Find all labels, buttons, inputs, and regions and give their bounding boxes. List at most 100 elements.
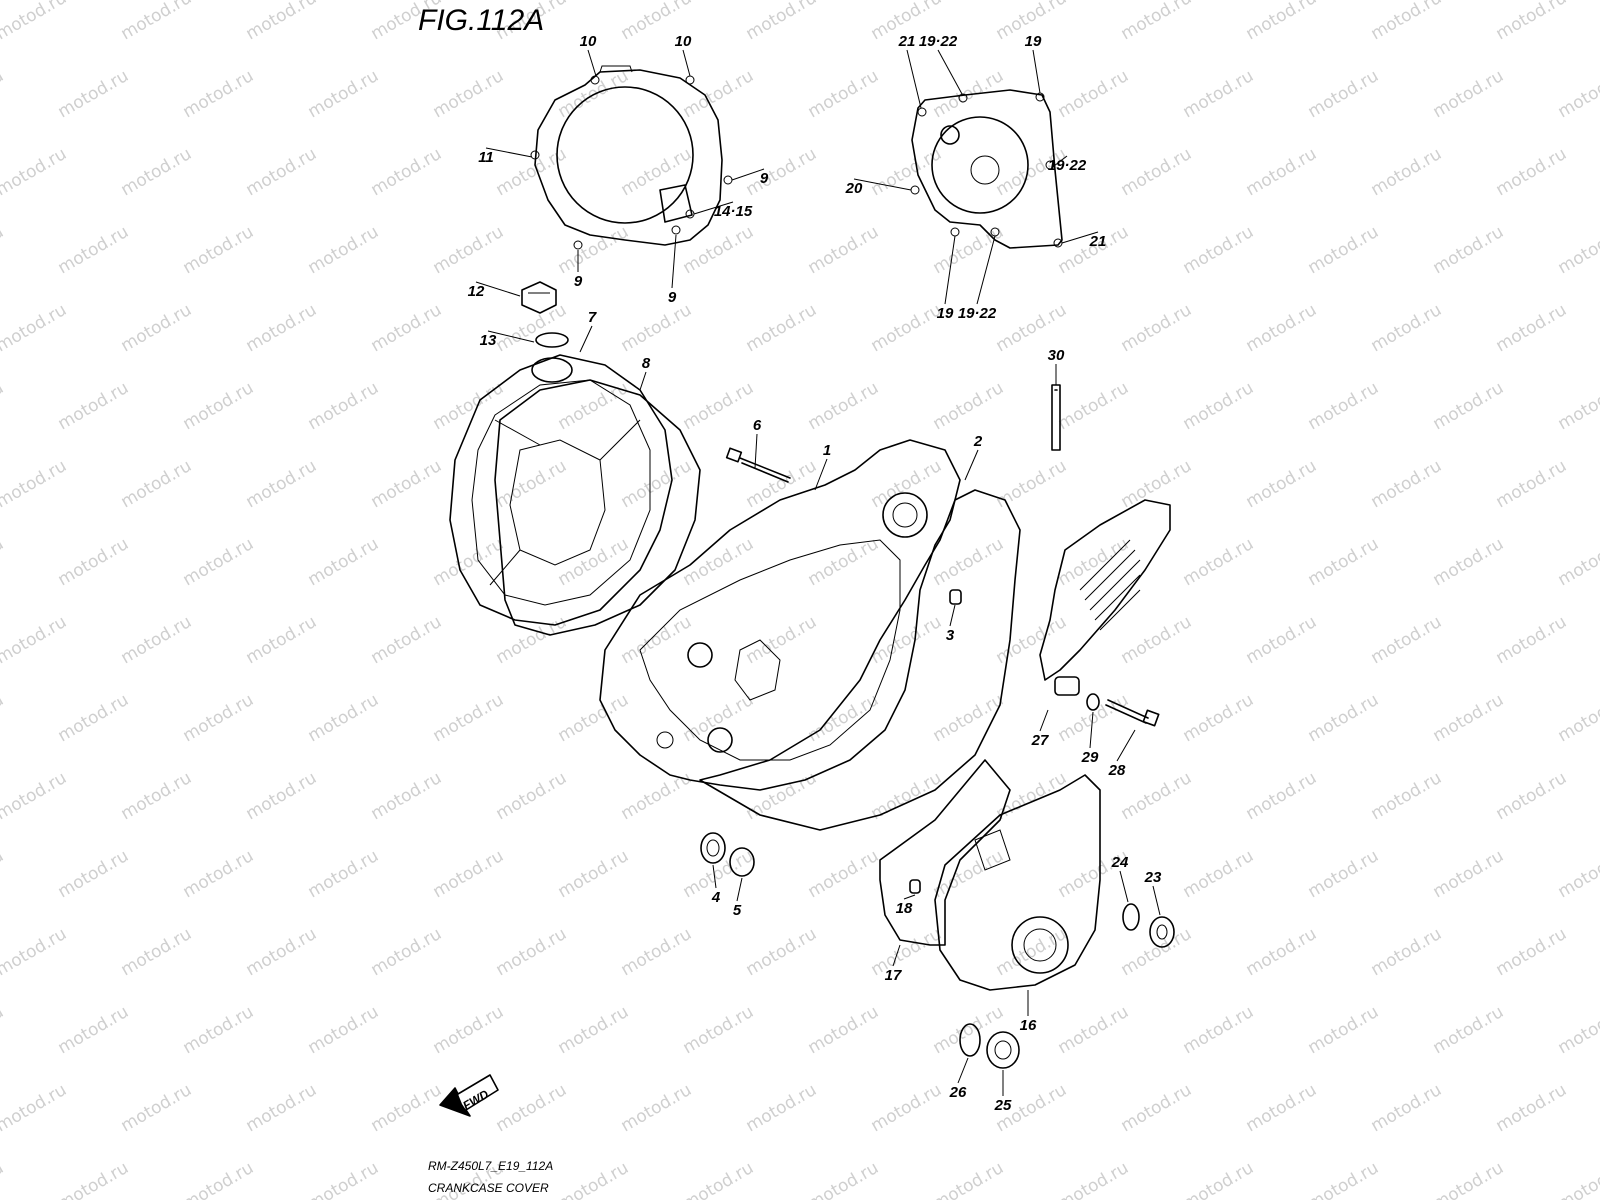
watermark-text: motod.ru (1118, 612, 1196, 668)
watermark-text: motod.ru (1055, 378, 1133, 434)
watermark-text: motod.ru (930, 846, 1008, 902)
watermark-text: motod.ru (868, 300, 946, 356)
watermark-text: motod.ru (243, 768, 321, 824)
generator-cover-gasket (879, 759, 1011, 946)
watermark-text: motod.ru (805, 846, 883, 902)
watermark-text: motod.ru (1368, 768, 1446, 824)
callout-3: 3 (946, 627, 955, 644)
watermark-text: motod.ru (0, 378, 7, 434)
leader-line-10b (682, 49, 691, 77)
watermark-text: motod.ru (430, 1002, 508, 1058)
watermark-text: motod.ru (1118, 300, 1196, 356)
watermark-text: motod.ru (1555, 378, 1600, 434)
watermark-text: motod.ru (805, 222, 883, 278)
watermark-text: motod.ru (55, 690, 133, 746)
bolt-6 (725, 447, 791, 483)
watermark-text: motod.ru (1430, 378, 1508, 434)
leader-line-26 (957, 1057, 969, 1084)
callout-9c: 9 (668, 289, 677, 306)
watermark-text: motod.ru (1118, 768, 1196, 824)
watermark-text: motod.ru (618, 924, 696, 980)
leader-line-2 (964, 449, 979, 481)
watermark-text: motod.ru (680, 222, 758, 278)
watermark-text: motod.ru (805, 1002, 883, 1058)
watermark-text: motod.ru (368, 300, 446, 356)
plug-25 (986, 1031, 1020, 1069)
watermark-text: motod.ru (1555, 66, 1600, 122)
watermark-text: motod.ru (618, 300, 696, 356)
watermark-text: motod.ru (368, 612, 446, 668)
watermark-text: motod.ru (1243, 1080, 1321, 1136)
callout-25: 25 (994, 1097, 1012, 1114)
watermark-text: motod.ru (868, 924, 946, 980)
watermark-text: motod.ru (1055, 690, 1133, 746)
watermark-text: motod.ru (1243, 924, 1321, 980)
callout-26: 26 (949, 1084, 967, 1101)
leader-line-6 (754, 433, 758, 469)
watermark-text: motod.ru (243, 924, 321, 980)
watermark-text: motod.ru (1180, 1158, 1258, 1200)
leader-line-20 (853, 178, 912, 191)
watermark-text: motod.ru (1493, 768, 1571, 824)
watermark-text: motod.ru (180, 222, 258, 278)
watermark-text: motod.ru (1118, 1080, 1196, 1136)
watermark-text: motod.ru (1430, 1158, 1508, 1200)
watermark-text: motod.ru (55, 378, 133, 434)
watermark-text: motod.ru (1555, 222, 1600, 278)
watermark-text: motod.ru (1368, 456, 1446, 512)
callout-5: 5 (733, 902, 742, 919)
leader-line-23 (1152, 885, 1161, 916)
watermark-text: motod.ru (1118, 456, 1196, 512)
watermark-text: motod.ru (555, 1158, 633, 1200)
watermark-text: motod.ru (1118, 144, 1196, 200)
watermark-text: motod.ru (1493, 0, 1571, 44)
watermark-text: motod.ru (118, 924, 196, 980)
leader-line-5 (736, 877, 743, 902)
watermark-text: motod.ru (180, 66, 258, 122)
watermark-text: motod.ru (180, 378, 258, 434)
watermark-text: motod.ru (1368, 612, 1446, 668)
watermark-text: motod.ru (930, 1158, 1008, 1200)
watermark-text: motod.ru (305, 1158, 383, 1200)
watermark-text: motod.ru (0, 768, 70, 824)
watermark-text: motod.ru (118, 1080, 196, 1136)
watermark-text: motod.ru (1055, 1158, 1133, 1200)
watermark-text: motod.ru (805, 1158, 883, 1200)
leader-line-9c (671, 234, 677, 289)
leader-line-17 (892, 944, 901, 967)
watermark-text: motod.ru (243, 612, 321, 668)
watermark-text: motod.ru (618, 768, 696, 824)
watermark-text: motod.ru (993, 768, 1071, 824)
callout-8: 8 (642, 355, 651, 372)
watermark-text: motod.ru (0, 1158, 7, 1200)
o-ring-26 (959, 1023, 981, 1057)
watermark-text: motod.ru (1493, 144, 1571, 200)
callout-19-22b: 19·22 (1048, 157, 1087, 174)
watermark-text: motod.ru (305, 1002, 383, 1058)
callout-14-15: 14·15 (714, 203, 753, 220)
watermark-text: motod.ru (618, 612, 696, 668)
watermark-text: motod.ru (993, 456, 1071, 512)
callout-9a: 9 (760, 170, 769, 187)
callout-19-22a: 19·22 (919, 33, 958, 50)
watermark-text: motod.ru (1305, 846, 1383, 902)
watermark-text: motod.ru (1555, 1002, 1600, 1058)
leader-line-19-22b (1053, 155, 1068, 167)
circlip-5 (729, 847, 755, 877)
watermark-text: motod.ru (493, 1080, 571, 1136)
callout-18: 18 (896, 900, 913, 917)
watermark-text: motod.ru (1368, 144, 1446, 200)
watermark-text: motod.ru (930, 534, 1008, 590)
watermark-text: motod.ru (55, 1158, 133, 1200)
watermark-text: motod.ru (180, 690, 258, 746)
watermark-text: motod.ru (305, 66, 383, 122)
watermark-text: motod.ru (930, 690, 1008, 746)
watermark-text: motod.ru (805, 690, 883, 746)
watermark-text: motod.ru (0, 66, 7, 122)
watermark-text: motod.ru (1305, 1158, 1383, 1200)
watermark-text: motod.ru (0, 1080, 70, 1136)
clutch-cover (449, 354, 673, 626)
leader-line-4 (712, 864, 717, 889)
leader-line-9a (731, 168, 765, 181)
